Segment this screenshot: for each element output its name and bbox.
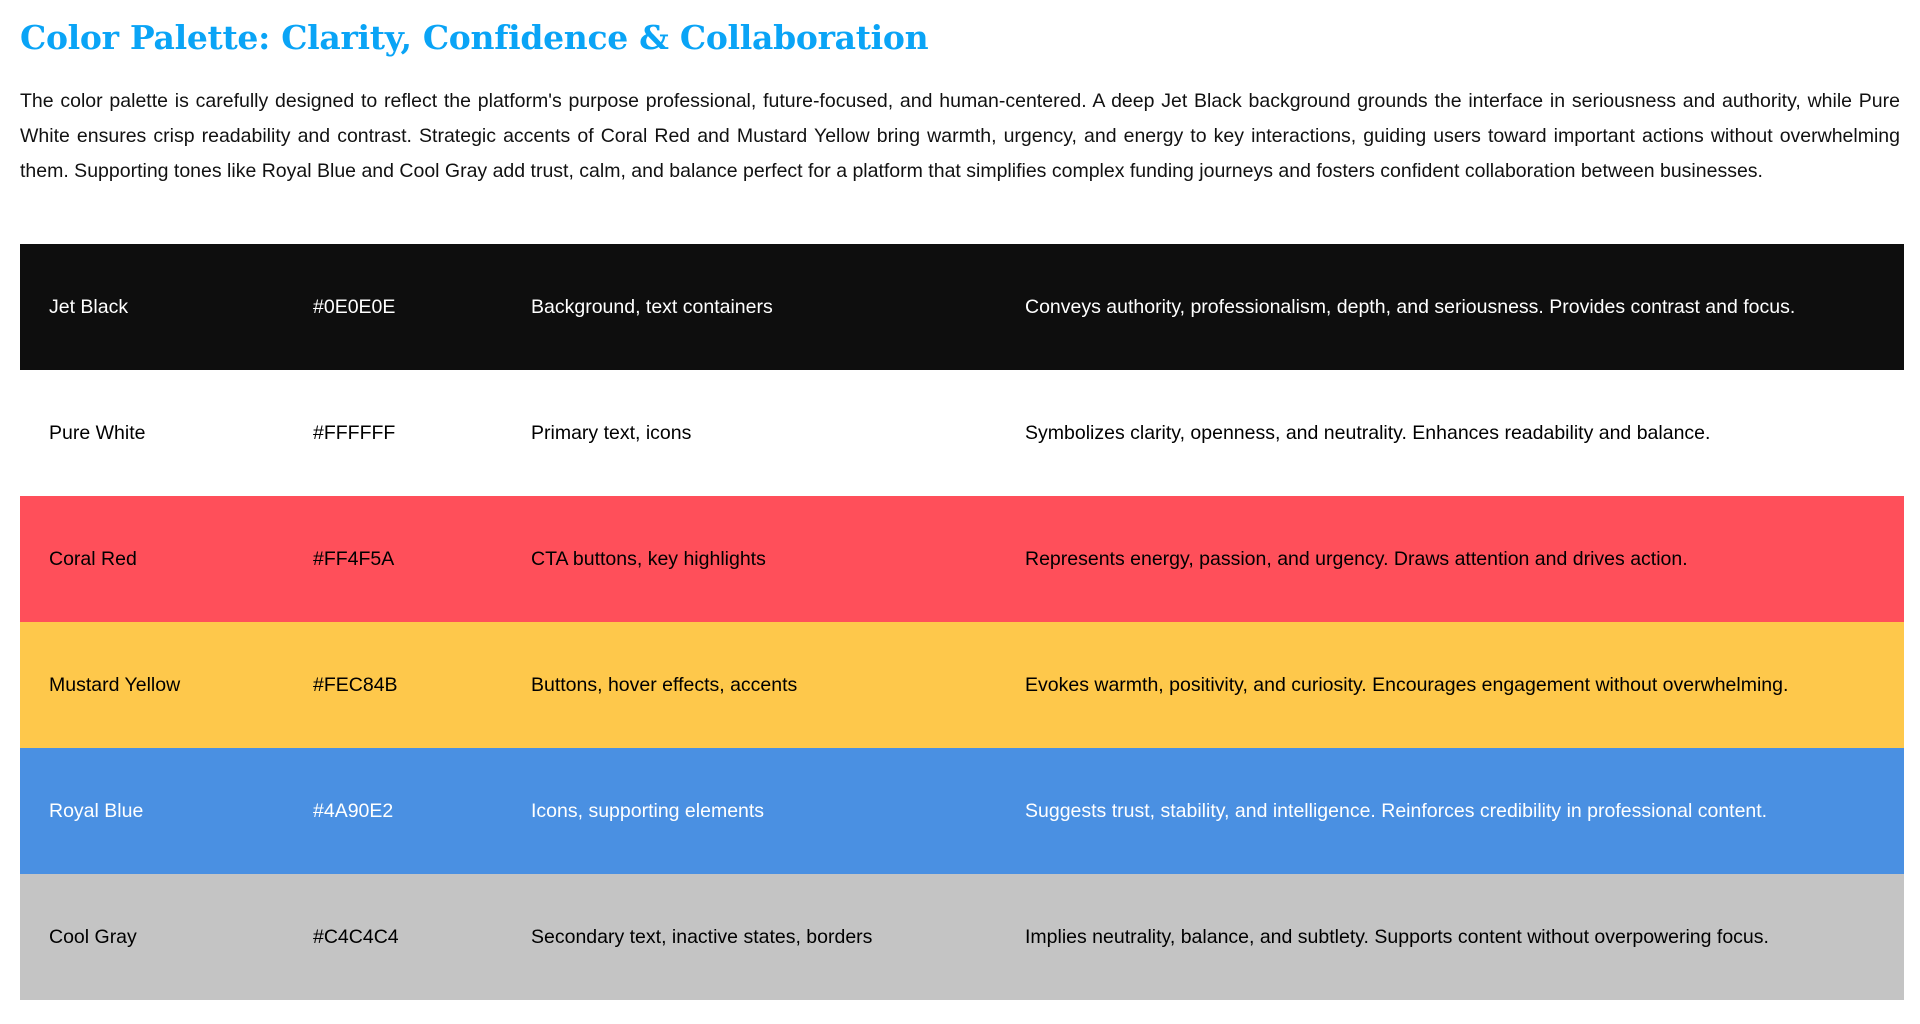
color-hex: #FF4F5A xyxy=(313,547,395,570)
color-description: Evokes warmth, positivity, and curiosity… xyxy=(1025,673,1789,696)
color-usage: Icons, supporting elements xyxy=(531,799,765,822)
color-name: Jet Black xyxy=(49,295,129,318)
color-description: Conveys authority, professionalism, dept… xyxy=(1025,295,1796,318)
palette-row-jet-black: Jet Black #0E0E0E Background, text conta… xyxy=(20,244,1904,370)
palette-row-cool-gray: Cool Gray #C4C4C4 Secondary text, inacti… xyxy=(20,874,1904,1000)
color-description: Symbolizes clarity, openness, and neutra… xyxy=(1025,421,1711,444)
color-name: Royal Blue xyxy=(49,799,144,822)
color-name: Cool Gray xyxy=(49,925,137,948)
color-hex: #C4C4C4 xyxy=(313,925,399,948)
color-palette-table: Jet Black #0E0E0E Background, text conta… xyxy=(20,244,1904,1000)
color-usage: Primary text, icons xyxy=(531,421,692,444)
color-hex: #FEC84B xyxy=(313,673,398,696)
color-usage: CTA buttons, key highlights xyxy=(531,547,766,570)
color-hex: #4A90E2 xyxy=(313,799,394,822)
color-name: Mustard Yellow xyxy=(49,673,181,696)
intro-paragraph: The color palette is carefully designed … xyxy=(20,90,1900,182)
color-description: Represents energy, passion, and urgency.… xyxy=(1025,547,1688,570)
color-usage: Secondary text, inactive states, borders xyxy=(531,925,873,948)
color-name: Pure White xyxy=(49,421,146,444)
color-hex: #FFFFFF xyxy=(313,421,396,444)
color-description: Suggests trust, stability, and intellige… xyxy=(1025,799,1768,822)
page-title: Color Palette: Clarity, Confidence & Col… xyxy=(20,18,929,57)
palette-row-coral-red: Coral Red #FF4F5A CTA buttons, key highl… xyxy=(20,496,1904,622)
color-usage: Buttons, hover effects, accents xyxy=(531,673,798,696)
palette-row-royal-blue: Royal Blue #4A90E2 Icons, supporting ele… xyxy=(20,748,1904,874)
color-description: Implies neutrality, balance, and subtlet… xyxy=(1025,925,1769,948)
color-hex: #0E0E0E xyxy=(313,295,396,318)
color-name: Coral Red xyxy=(49,547,137,570)
palette-row-pure-white: Pure White #FFFFFF Primary text, icons S… xyxy=(20,370,1904,496)
color-usage: Background, text containers xyxy=(531,295,773,318)
palette-row-mustard-yellow: Mustard Yellow #FEC84B Buttons, hover ef… xyxy=(20,622,1904,748)
